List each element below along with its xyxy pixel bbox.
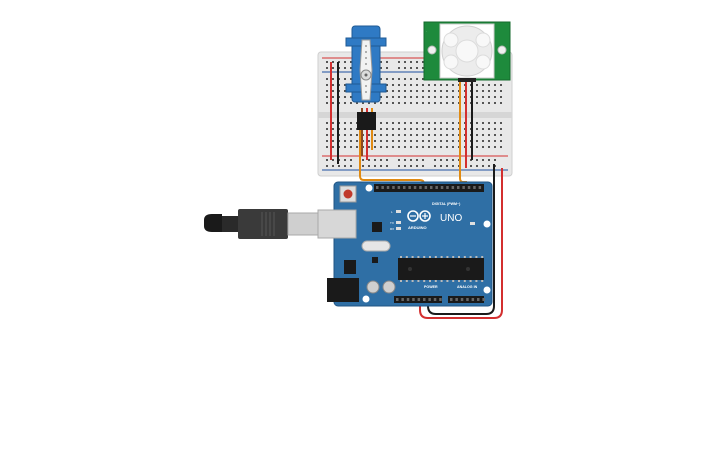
- wire-gnd-return[interactable]: [427, 164, 495, 315]
- arduino-model-label: UNO: [440, 213, 462, 224]
- atmega-chip-pins: [400, 256, 484, 282]
- arduino-crystal: [361, 240, 391, 252]
- digital-header-pins: [376, 186, 482, 189]
- reset-button-icon: [343, 189, 353, 199]
- arduino-usb-jack: [317, 209, 357, 239]
- arduino-logo: [407, 210, 431, 222]
- servo-connector[interactable]: [357, 112, 376, 130]
- servo-horn-holes: [365, 45, 367, 93]
- mount-hole-tl: [365, 184, 373, 192]
- pir-pins: [458, 78, 476, 82]
- digital-header[interactable]: [374, 184, 484, 192]
- svg-text:.: .: [426, 29, 427, 33]
- bottom-header-pins: [396, 298, 485, 301]
- usb-plug-metal: [287, 212, 319, 236]
- wires: [330, 62, 503, 319]
- servo-motor[interactable]: [345, 25, 387, 130]
- analog-in-label: ANALOG IN: [457, 285, 478, 289]
- mount-hole-bl: [362, 295, 370, 303]
- rx-label: RX: [390, 227, 394, 231]
- arduino-brand-label: ARDUINO: [408, 225, 427, 230]
- led-l: [396, 210, 401, 213]
- capacitor-1: [366, 280, 380, 294]
- digital-pwm-label: DIGITAL (PWM~): [432, 202, 461, 206]
- usb-cable[interactable]: [204, 209, 319, 239]
- pir-sensor[interactable]: .: [423, 21, 511, 82]
- pir-mount-hole-right: [497, 45, 507, 55]
- led-rx: [396, 227, 401, 230]
- usb-plug-grip: [261, 212, 275, 236]
- atmega-chip: [398, 258, 484, 280]
- led-l-label: L: [391, 210, 393, 214]
- pir-mount-hole-left: [427, 45, 437, 55]
- usb-strain-relief: [222, 216, 238, 232]
- analog-header[interactable]: [448, 296, 484, 303]
- mount-hole-tr: [483, 220, 491, 228]
- wire-5v-return[interactable]: [419, 168, 503, 319]
- voltage-regulator: [344, 260, 356, 274]
- usb-chip: [372, 222, 382, 232]
- pir-dome-lens: [443, 32, 491, 70]
- breadboard-channel: [318, 112, 512, 118]
- tx-label: TX: [390, 221, 394, 225]
- power-label: POWER: [424, 285, 438, 289]
- mount-hole-br: [483, 286, 491, 294]
- usb-cable-end: [204, 214, 222, 232]
- usb-plug-body: [238, 209, 288, 239]
- arduino-dc-jack: [327, 278, 359, 302]
- led-on: [470, 222, 475, 225]
- capacitor-2: [382, 280, 396, 294]
- led-tx: [396, 221, 401, 224]
- pir-side-labels: .: [426, 29, 427, 33]
- arduino-uno-board[interactable]: UNO ARDUINO DIGITAL (PWM~) ANALOG IN POW…: [317, 181, 493, 307]
